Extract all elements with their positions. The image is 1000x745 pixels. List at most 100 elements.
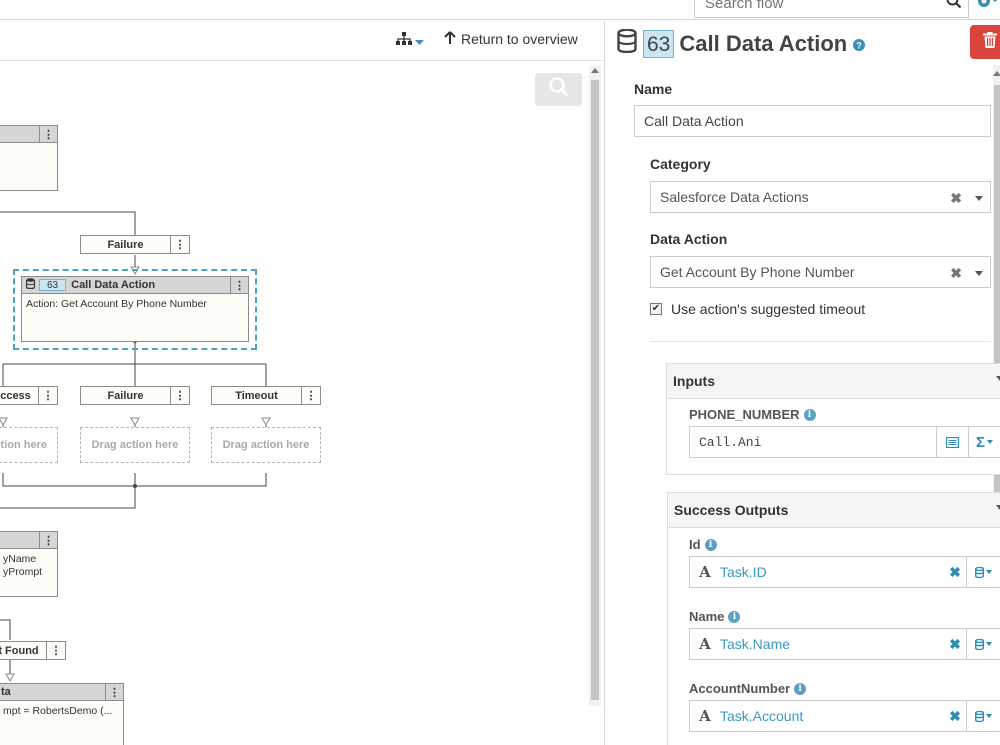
info-icon[interactable]: i bbox=[803, 408, 816, 421]
suggested-timeout-checkbox[interactable]: ✔ Use action's suggested timeout bbox=[650, 301, 866, 317]
output-id-label: Id i bbox=[689, 537, 717, 552]
clear-icon[interactable]: ✖ bbox=[950, 190, 962, 206]
chevron-down-icon bbox=[415, 33, 424, 51]
clear-icon[interactable]: ✖ bbox=[950, 265, 962, 281]
checkbox[interactable]: ✔ bbox=[650, 303, 662, 315]
flow-node-lower[interactable]: ⋮ yName yPrompt bbox=[0, 531, 58, 597]
panel-title-text: Call Data Action bbox=[679, 31, 848, 56]
arrow-up-icon bbox=[444, 31, 456, 47]
data-action-select[interactable]: Get Account By Phone Number ✖ bbox=[650, 256, 991, 288]
node-header: ⋮ bbox=[0, 532, 57, 549]
output-id-field[interactable]: A Task.ID ✖ bbox=[689, 556, 1000, 588]
properties-panel: 63 Call Data Action ? Name Call Data Act… bbox=[604, 21, 1000, 745]
inputs-header[interactable]: Inputs bbox=[667, 364, 1000, 399]
kebab-menu-icon[interactable]: ⋮ bbox=[230, 277, 248, 293]
category-label: Category bbox=[650, 156, 711, 172]
canvas-search-button[interactable] bbox=[535, 73, 582, 106]
failure-path-label[interactable]: Failure ⋮ bbox=[80, 386, 190, 405]
flow-node-top[interactable]: ⋮ bbox=[0, 125, 58, 191]
flow-connectors bbox=[0, 211, 271, 683]
category-select[interactable]: Salesforce Data Actions ✖ bbox=[650, 181, 991, 213]
output-name-field[interactable]: A Task.Name ✖ bbox=[689, 628, 1000, 660]
drop-zone-timeout[interactable]: Drag action here bbox=[211, 427, 321, 463]
not-found-path-label[interactable]: t Found ⋮ bbox=[0, 641, 66, 660]
chevron-down-icon[interactable] bbox=[996, 505, 1000, 510]
kebab-menu-icon[interactable]: ⋮ bbox=[105, 684, 123, 700]
clear-icon[interactable]: ✖ bbox=[949, 707, 961, 724]
panel-title: 63 Call Data Action ? bbox=[617, 28, 866, 59]
sigma-icon[interactable]: Σ bbox=[968, 427, 1000, 457]
kebab-menu-icon[interactable]: ⋮ bbox=[301, 387, 320, 404]
node-body: yName yPrompt bbox=[3, 553, 43, 578]
flow-canvas[interactable]: ⋮ Failure ⋮ 63 Call Data Action ⋮ Action… bbox=[0, 62, 604, 745]
layout-dropdown[interactable] bbox=[396, 32, 424, 51]
info-icon[interactable]: i bbox=[728, 610, 741, 623]
phone-number-label: PHONE_NUMBER i bbox=[689, 407, 816, 422]
kebab-menu-icon[interactable]: ⋮ bbox=[170, 236, 189, 253]
info-icon[interactable]: i bbox=[704, 538, 717, 551]
success-outputs-header[interactable]: Success Outputs bbox=[668, 493, 1000, 528]
chevron-down-icon[interactable] bbox=[996, 376, 1000, 381]
clear-icon[interactable]: ✖ bbox=[949, 635, 961, 652]
output-accountnumber-label: AccountNumber i bbox=[689, 681, 807, 696]
top-bar bbox=[0, 0, 1000, 20]
scroll-thumb[interactable] bbox=[994, 85, 1000, 535]
search-icon bbox=[548, 76, 570, 103]
database-icon bbox=[25, 278, 36, 292]
hierarchy-icon bbox=[396, 32, 412, 51]
selected-node-outline bbox=[13, 269, 257, 350]
database-icon[interactable] bbox=[966, 701, 1000, 731]
scroll-thumb[interactable] bbox=[591, 80, 599, 700]
gear-icon[interactable] bbox=[972, 0, 1000, 18]
chevron-down-icon[interactable] bbox=[975, 196, 983, 201]
string-type-icon: A bbox=[699, 707, 711, 725]
clear-icon[interactable]: ✖ bbox=[949, 563, 961, 580]
kebab-menu-icon[interactable]: ⋮ bbox=[39, 126, 57, 142]
list-icon[interactable] bbox=[936, 427, 968, 457]
chevron-down-icon[interactable] bbox=[975, 271, 983, 276]
return-to-overview-button[interactable]: Return to overview bbox=[444, 31, 578, 47]
kebab-menu-icon[interactable]: ⋮ bbox=[46, 642, 65, 659]
node-number-badge: 63 bbox=[39, 279, 67, 291]
kebab-menu-icon[interactable]: ⋮ bbox=[170, 387, 189, 404]
flow-node-bottom[interactable]: ta ⋮ mpt = RobertsDemo (... bbox=[0, 683, 124, 745]
database-icon[interactable] bbox=[966, 629, 1000, 659]
node-title: Call Data Action bbox=[71, 279, 156, 291]
drop-zone-failure[interactable]: Drag action here bbox=[80, 427, 190, 463]
search-input[interactable] bbox=[695, 0, 935, 17]
help-icon[interactable]: ? bbox=[853, 31, 866, 57]
info-icon[interactable]: i bbox=[794, 682, 807, 695]
search-flow[interactable] bbox=[694, 0, 969, 18]
node-header: ta ⋮ bbox=[0, 684, 123, 701]
database-icon[interactable] bbox=[966, 557, 1000, 587]
node-header: 63 Call Data Action ⋮ bbox=[22, 277, 248, 294]
trash-icon bbox=[983, 31, 997, 53]
canvas-scrollbar[interactable] bbox=[589, 66, 601, 706]
name-label: Name bbox=[634, 81, 673, 97]
node-header: ⋮ bbox=[0, 126, 57, 143]
search-icon[interactable] bbox=[946, 0, 962, 14]
canvas-toolbar: Return to overview bbox=[0, 21, 604, 61]
scroll-up-icon[interactable] bbox=[993, 71, 1000, 76]
call-data-action-node[interactable]: 63 Call Data Action ⋮ Action: Get Accoun… bbox=[21, 276, 249, 342]
node-body: mpt = RobertsDemo (... bbox=[3, 705, 113, 717]
drop-zone-success[interactable]: tion here bbox=[0, 427, 58, 463]
database-icon bbox=[617, 28, 637, 59]
svg-text:?: ? bbox=[857, 41, 863, 51]
scroll-up-icon[interactable] bbox=[591, 68, 599, 73]
failure-path-label[interactable]: Failure ⋮ bbox=[80, 235, 190, 254]
output-accountnumber-field[interactable]: A Task.Account ✖ bbox=[689, 700, 1000, 732]
panel-number-badge: 63 bbox=[643, 30, 675, 58]
divider bbox=[650, 341, 991, 342]
timeout-path-label[interactable]: Timeout ⋮ bbox=[211, 386, 321, 405]
success-path-label[interactable]: ccess ⋮ bbox=[0, 386, 58, 405]
data-action-label: Data Action bbox=[650, 231, 728, 247]
kebab-menu-icon[interactable]: ⋮ bbox=[38, 387, 57, 404]
string-type-icon: A bbox=[699, 563, 711, 581]
return-label: Return to overview bbox=[461, 31, 578, 47]
kebab-menu-icon[interactable]: ⋮ bbox=[39, 532, 57, 548]
node-body: Action: Get Account By Phone Number bbox=[26, 298, 207, 310]
delete-button[interactable] bbox=[970, 25, 1000, 59]
name-field[interactable]: Call Data Action bbox=[634, 105, 991, 137]
phone-number-field[interactable]: Call.Ani Σ bbox=[689, 426, 1000, 458]
